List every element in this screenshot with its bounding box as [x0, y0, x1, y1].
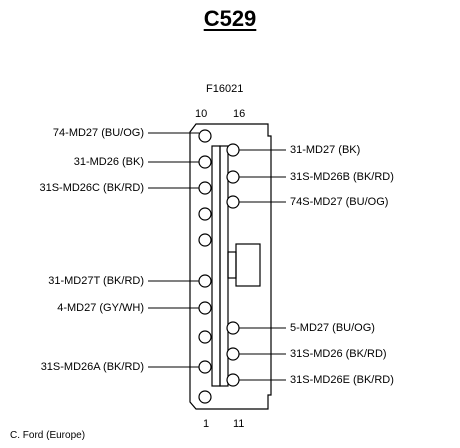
pin-right-5	[226, 373, 240, 387]
pin-left-8	[198, 360, 212, 374]
diagram-title: C529	[203, 6, 257, 31]
pin-left-7	[198, 330, 212, 344]
pin-number-bottom-right: 11	[233, 418, 245, 430]
pin-left-4	[198, 233, 212, 247]
wire-label-left-4: 4-MD27 (GY/WH)	[57, 302, 144, 314]
latch-stem	[227, 251, 237, 279]
wire-label-left-0: 74-MD27 (BU/OG)	[52, 127, 144, 139]
wire-label-right-1: 31S-MD26B (BK/RD)	[290, 171, 394, 183]
wire-label-left-3: 31-MD27T (BK/RD)	[48, 275, 144, 287]
connector-id: F16021	[206, 83, 244, 95]
wire-label-right-4: 31S-MD26 (BK/RD)	[290, 348, 387, 360]
wire-label-right-2: 74S-MD27 (BU/OG)	[290, 196, 389, 208]
pin-right-0	[226, 143, 240, 157]
pin-right-3	[226, 321, 240, 335]
wire-label-right-5: 31S-MD26E (BK/RD)	[290, 374, 394, 386]
pin-left-9	[198, 390, 212, 404]
wire-label-left-5: 31S-MD26A (BK/RD)	[40, 361, 144, 373]
center-bar-left	[211, 145, 221, 387]
pin-right-1	[226, 170, 240, 184]
pin-left-3	[198, 207, 212, 221]
pin-number-top-left: 10	[195, 108, 208, 120]
wire-label-left-2: 31S-MD26C (BK/RD)	[39, 182, 144, 194]
pin-number-bottom-left: 1	[203, 418, 210, 430]
wire-label-left-1: 31-MD26 (BK)	[73, 156, 144, 168]
pin-left-1	[198, 155, 212, 169]
connector-outline	[189, 123, 272, 410]
pin-left-6	[198, 301, 212, 315]
latch-tab	[235, 243, 261, 287]
wire-label-right-0: 31-MD27 (BK)	[290, 144, 361, 156]
pin-left-2	[198, 181, 212, 195]
copyright-note: C. Ford (Europe)	[10, 430, 86, 441]
wire-label-right-3: 5-MD27 (BU/OG)	[290, 322, 375, 334]
center-bar-right	[219, 145, 229, 387]
pin-left-5	[198, 274, 212, 288]
pin-right-2	[226, 195, 240, 209]
pin-right-4	[226, 347, 240, 361]
pin-number-top-right: 16	[233, 108, 246, 120]
pin-left-0	[198, 129, 212, 143]
